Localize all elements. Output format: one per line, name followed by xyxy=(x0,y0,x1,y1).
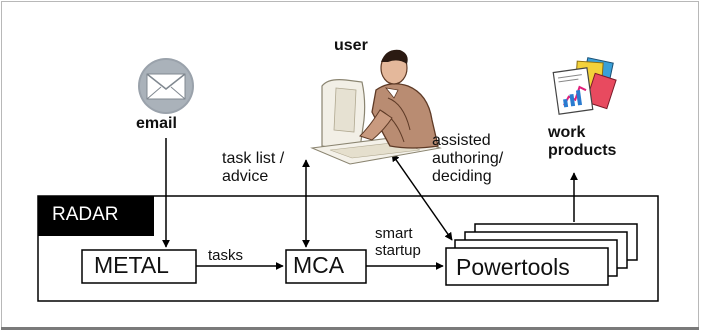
smart-startup-label: smart startup xyxy=(375,225,421,259)
metal-label: METAL xyxy=(94,252,169,278)
work-products-icon xyxy=(552,57,617,115)
metal-box xyxy=(81,249,197,284)
email-label: email xyxy=(136,115,177,132)
user-at-computer-icon xyxy=(310,49,442,165)
figure-frame-shadow xyxy=(1,327,699,330)
user-powertools-arrow xyxy=(391,153,453,241)
email-icon xyxy=(138,58,194,114)
tasks-label: tasks xyxy=(208,247,244,264)
powertools-label: Powertools xyxy=(456,254,570,280)
work-products-label: work products xyxy=(548,124,617,159)
radar-label: RADAR xyxy=(52,204,119,225)
task-list-label: task list / advice xyxy=(222,150,285,185)
mca-box xyxy=(285,249,367,284)
mca-label: MCA xyxy=(293,252,345,278)
assisted-authoring-label: assisted authoring/ deciding xyxy=(432,132,504,185)
radar-label-tab xyxy=(38,196,154,236)
powertools-box xyxy=(445,247,609,286)
user-label: user xyxy=(334,37,368,54)
